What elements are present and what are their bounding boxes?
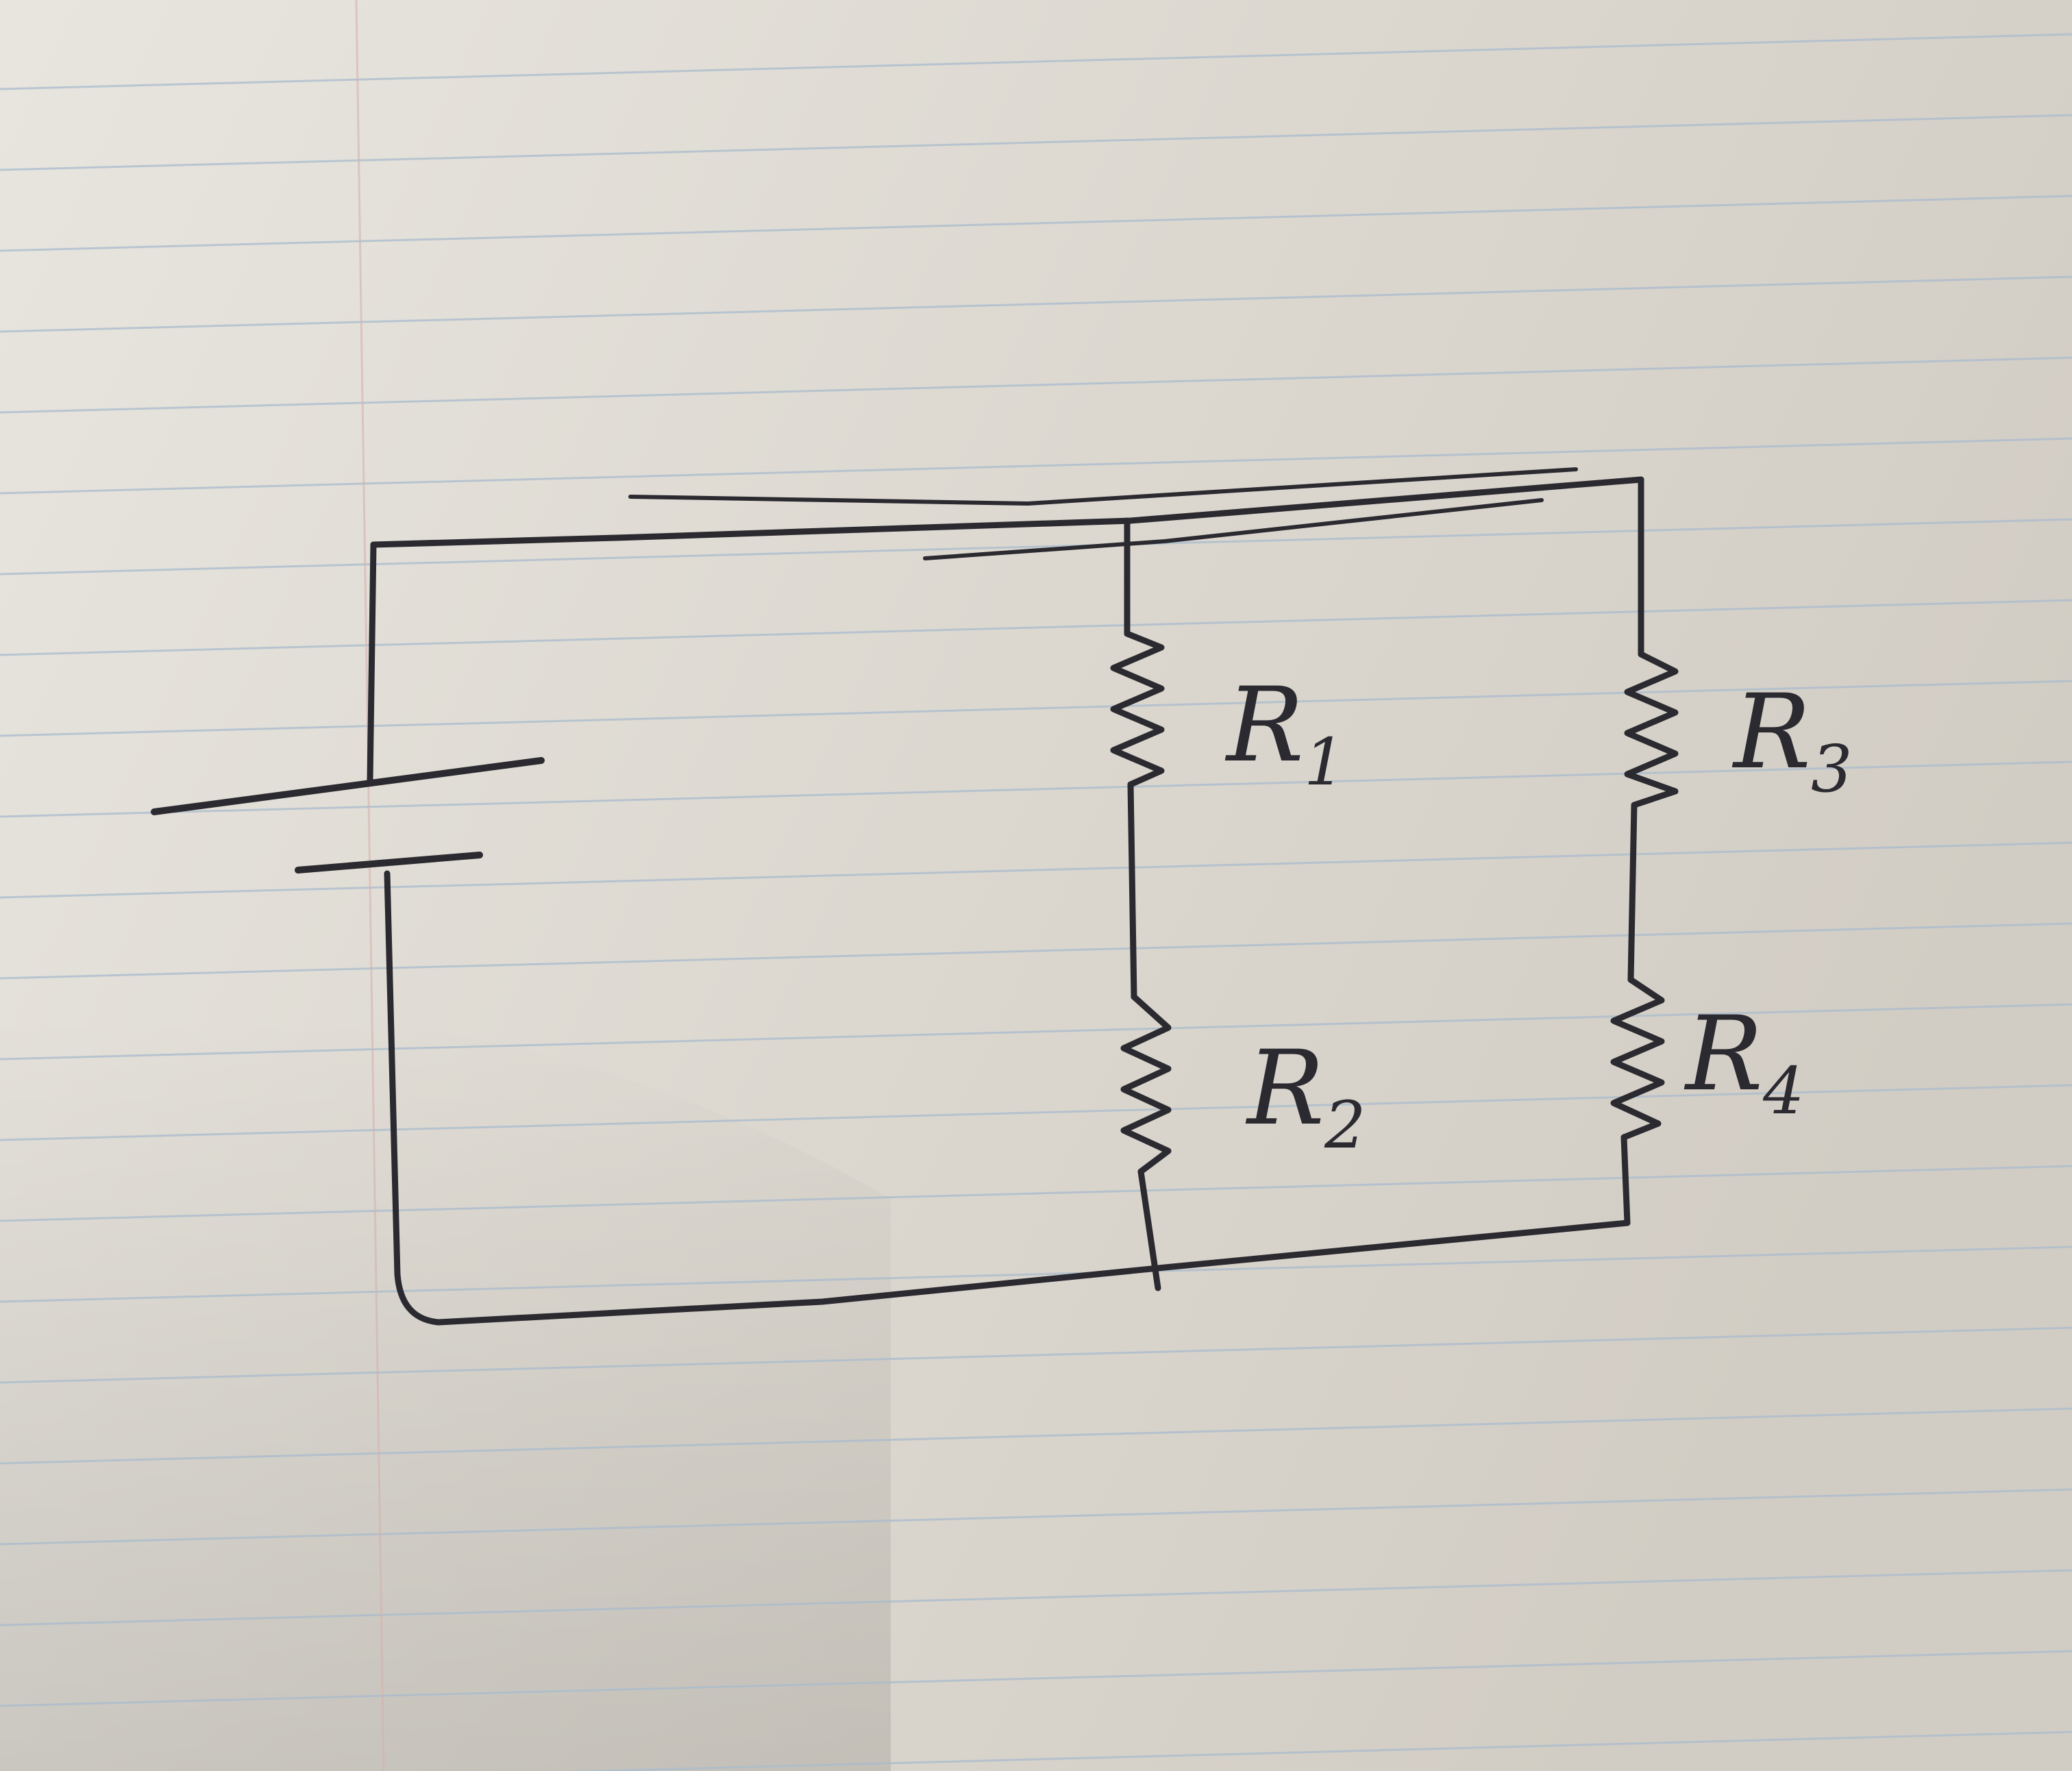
ruled-line [0,1165,2072,1222]
resistor-r4 [1610,976,1665,1141]
top-wire [370,476,1644,548]
ruled-line [0,1650,2072,1707]
ruled-line [0,680,2072,737]
ruled-line [0,1084,2072,1141]
ruled-line [0,356,2072,414]
circuit-diagram [151,467,1679,1326]
left-lower-wire [384,870,442,1326]
ruled-line [0,195,2072,252]
battery-long-plate [151,757,545,815]
hand-shadow [0,1012,891,1771]
ruled-line [0,275,2072,333]
ruled-line [0,1246,2072,1303]
ruled-line [0,1488,2072,1546]
ruled-line [0,922,2072,980]
ruled-line [0,1407,2072,1465]
ruled-line [0,1326,2072,1384]
label-r2: R2 [1245,1029,1366,1163]
right-branch-wire-mid [1627,802,1638,983]
left-upper-wire [367,541,377,784]
ruled-line [0,599,2072,656]
ruled-line [0,760,2072,818]
resistor-r3 [1624,651,1679,808]
middle-branch-wire-bottom [1137,1168,1161,1291]
label-r4: R4 [1684,995,1804,1129]
ruled-line [0,1569,2072,1626]
bottom-wire [435,1219,1631,1326]
ruled-line [0,1003,2072,1061]
middle-branch-wire-mid [1127,781,1137,1000]
resistor-r1 [1110,630,1165,788]
right-branch-wire-bottom [1620,1134,1631,1226]
ruled-line [556,1731,2072,1771]
top-wire-overdraw [628,467,1578,560]
label-r3: R3 [1731,673,1852,807]
label-r1: R1 [1224,666,1345,800]
resistor-r2 [1120,993,1172,1175]
ruled-line [0,841,2072,899]
margin-line [355,0,385,1771]
battery-short-plate [295,852,483,874]
ruled-line [0,114,2072,171]
ruled-line [0,33,2072,90]
ruled-line [0,437,2072,495]
ruled-line [0,518,2072,575]
ruled-lines [0,33,2072,1771]
